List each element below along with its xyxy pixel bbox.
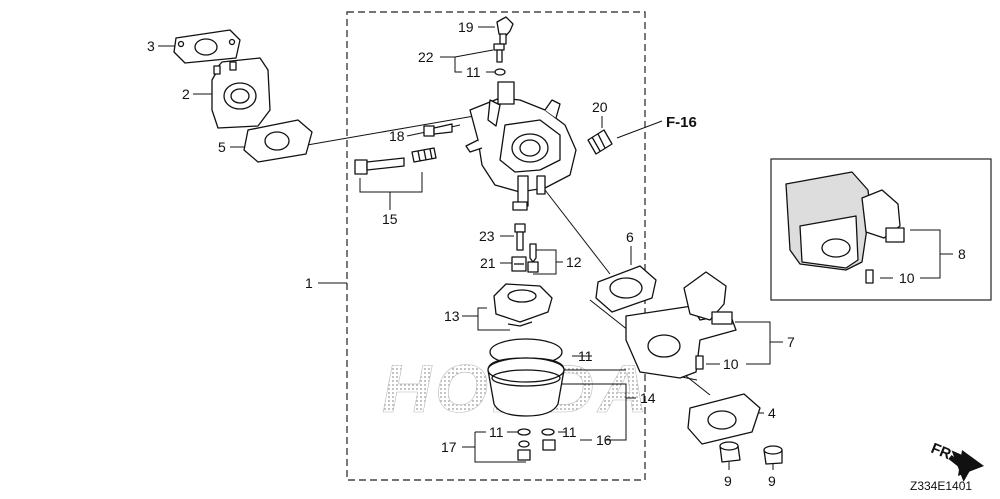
callout-9-a: 9 [724, 473, 732, 489]
parts [173, 16, 905, 465]
o-ring-top [494, 68, 506, 76]
gasket-part-4 [687, 393, 761, 445]
callout-11-a: 11 [466, 64, 481, 80]
gasket-part-6 [595, 265, 657, 313]
callout-17: 17 [441, 439, 457, 455]
drain-screw-part-16 [541, 428, 556, 451]
screw-part-18 [423, 123, 453, 137]
carburetor-assembly-frame [346, 11, 646, 481]
callout-4: 4 [768, 405, 776, 421]
callout-8: 8 [958, 246, 966, 262]
nut-part-9-b [763, 445, 783, 465]
variant-inset-frame [770, 158, 992, 301]
gasket-part-5 [243, 119, 313, 163]
callout-9-b: 9 [768, 473, 776, 489]
diagram-code: Z334E1401 [910, 479, 972, 493]
pilot-screw-part-15 [354, 147, 437, 175]
callout-16: 16 [596, 432, 612, 448]
callout-11-c: 11 [489, 424, 504, 440]
callout-21: 21 [480, 255, 496, 271]
main-jet-part-23 [514, 223, 526, 251]
callout-12: 12 [566, 254, 582, 270]
callout-7: 7 [787, 334, 795, 350]
pin-part-10-inset [865, 269, 874, 284]
callout-14: 14 [640, 390, 656, 406]
callout-1: 1 [305, 275, 313, 291]
callout-labels: 1 2 3 4 5 6 7 8 9 9 10 10 11 11 11 11 12… [147, 19, 972, 493]
callout-18: 18 [389, 128, 405, 144]
float-valve-part-12 [527, 243, 539, 273]
callout-3: 3 [147, 38, 155, 54]
direction-arrow [948, 450, 984, 482]
callout-5: 5 [218, 139, 226, 155]
screw-part-22 [493, 43, 505, 63]
callout-6: 6 [626, 229, 634, 245]
callout-13: 13 [444, 308, 460, 324]
reference-f16: F-16 [666, 114, 697, 131]
callout-2: 2 [182, 86, 190, 102]
float-bowl-part-14 [487, 357, 565, 417]
gasket-part-3 [173, 29, 241, 64]
callout-11-d: 11 [562, 424, 577, 440]
callout-23: 23 [479, 228, 495, 244]
spring-part-20 [587, 129, 613, 155]
callout-11-b: 11 [578, 348, 593, 364]
nut-part-21 [511, 256, 527, 272]
carburetor-body [465, 81, 577, 211]
control-base-part-7 [625, 271, 737, 379]
callout-22: 22 [418, 49, 434, 65]
nut-part-9-a [719, 441, 741, 463]
callout-10-a: 10 [723, 356, 739, 372]
insulator-part-2 [211, 57, 271, 129]
drain-bolt-part-17 [517, 428, 531, 461]
callout-20: 20 [592, 99, 608, 115]
callout-19: 19 [458, 19, 474, 35]
cap-part-19 [496, 16, 514, 45]
pin-part-10 [695, 355, 704, 370]
callout-10-b: 10 [899, 270, 915, 286]
float-part-13 [493, 283, 553, 327]
inset-base-part-8 [785, 171, 905, 271]
callout-15: 15 [382, 211, 398, 227]
